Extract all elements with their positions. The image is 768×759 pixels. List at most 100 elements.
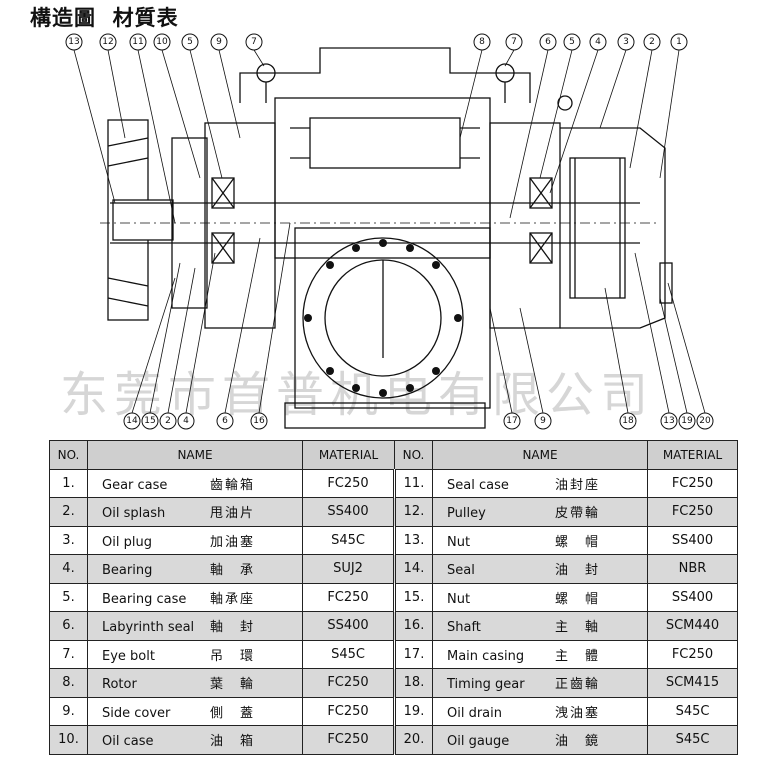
- part-name-zh: 主 體: [555, 648, 601, 664]
- part-name-en: Rotor: [102, 677, 137, 693]
- part-no: 12.: [393, 497, 433, 527]
- callout-2: 2: [649, 37, 655, 47]
- part-material: S45C: [647, 696, 738, 726]
- part-name: Labyrinth seal 軸 封: [87, 611, 303, 641]
- part-name: Oil gauge 油 鏡: [432, 725, 648, 755]
- part-material: SS400: [647, 582, 738, 612]
- callout-4b: 4: [183, 416, 189, 426]
- callout-16: 16: [253, 416, 265, 426]
- part-name-zh: 齒輪箱: [210, 477, 256, 493]
- part-name-zh: 油 鏡: [555, 734, 601, 750]
- part-name-en: Oil gauge: [447, 734, 510, 750]
- callout-3: 3: [623, 37, 629, 47]
- part-material: S45C: [647, 725, 738, 755]
- part-name-zh: 螺 帽: [555, 534, 601, 550]
- part-name-en: Timing gear: [447, 677, 525, 693]
- part-no: 11.: [393, 468, 433, 498]
- part-name-zh: 洩油塞: [555, 705, 601, 721]
- part-material: SUJ2: [302, 554, 395, 584]
- part-name-zh: 側 蓋: [210, 705, 256, 721]
- part-name-en: Oil plug: [102, 534, 152, 550]
- callouts-bottom: 14 15 2 4 6 16 17 9 18 13 19 20: [123, 222, 714, 430]
- part-name-zh: 軸 封: [210, 620, 256, 636]
- rotor-upper: [309, 117, 461, 169]
- callout-12: 12: [102, 37, 113, 47]
- part-material: NBR: [647, 554, 738, 584]
- part-no: 10.: [49, 725, 88, 755]
- callout-4: 4: [595, 37, 601, 47]
- callout-8: 8: [479, 37, 485, 47]
- part-no: 7.: [49, 639, 88, 669]
- callout-19: 19: [681, 416, 693, 426]
- callouts-top: 13 12 11 10 5 9 7 8 7 6 5 4 3 2 1: [65, 33, 688, 224]
- callout-1: 1: [676, 37, 682, 47]
- callout-7b: 7: [511, 37, 517, 47]
- part-name-zh: 主 軸: [555, 620, 601, 636]
- part-no: 16.: [393, 611, 433, 641]
- watermark: 东莞市首普机电有限公司: [60, 367, 655, 423]
- header-material: MATERIAL: [302, 440, 395, 470]
- part-material: FC250: [647, 497, 738, 527]
- part-no: 19.: [393, 696, 433, 726]
- part-name: Timing gear 正齒輪: [432, 668, 648, 698]
- part-material: FC250: [302, 468, 395, 498]
- part-material: SS400: [302, 497, 395, 527]
- callout-7: 7: [251, 37, 257, 47]
- part-no: 15.: [393, 582, 433, 612]
- table-header-row: NO. NAME MATERIAL NO. NAME MATERIAL: [49, 440, 738, 470]
- callout-14: 14: [126, 416, 138, 426]
- part-no: 20.: [393, 725, 433, 755]
- part-name-en: Seal case: [447, 477, 509, 493]
- callout-5b: 5: [569, 37, 575, 47]
- callout-2b: 2: [165, 416, 171, 426]
- callout-10: 10: [156, 37, 168, 47]
- part-name-en: Bearing: [102, 563, 153, 579]
- callout-11: 11: [132, 37, 143, 47]
- part-material: FC250: [302, 582, 395, 612]
- part-name-zh: 正齒輪: [555, 677, 601, 693]
- part-material: S45C: [302, 525, 395, 555]
- callout-5: 5: [187, 37, 193, 47]
- callout-13b: 13: [663, 416, 674, 426]
- part-name-en: Pulley: [447, 506, 486, 522]
- part-no: 5.: [49, 582, 88, 612]
- header-name: NAME: [87, 440, 303, 470]
- callout-18: 18: [622, 416, 634, 426]
- part-no: 13.: [393, 525, 433, 555]
- part-name: Rotor 葉 輪: [87, 668, 303, 698]
- callout-6: 6: [545, 37, 551, 47]
- part-name-en: Labyrinth seal: [102, 620, 195, 636]
- part-material: SCM440: [647, 611, 738, 641]
- timing-gear: [569, 157, 626, 299]
- part-material: FC250: [302, 725, 395, 755]
- part-name-en: Oil splash: [102, 506, 166, 522]
- part-name-zh: 葉 輪: [210, 677, 256, 693]
- header-no: NO.: [49, 440, 88, 470]
- part-no: 2.: [49, 497, 88, 527]
- blower-cross-section-diagram: 13 12 11 10 5 9 7 8 7 6 5 4 3 2 1: [65, 33, 714, 430]
- part-material: SS400: [302, 611, 395, 641]
- callout-6b: 6: [222, 416, 228, 426]
- part-name-en: Oil case: [102, 734, 154, 750]
